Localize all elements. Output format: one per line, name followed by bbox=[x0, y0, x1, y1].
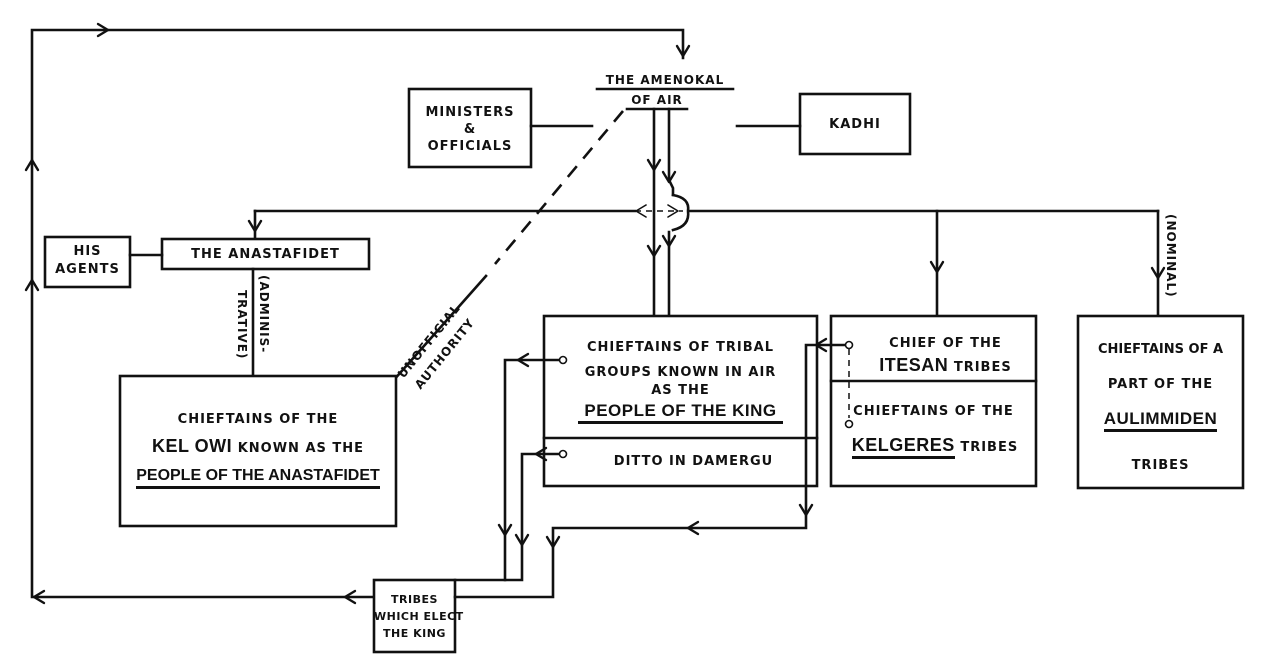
anastafidet-label: THE ANASTAFIDET bbox=[191, 247, 340, 262]
arrow-left-icon bbox=[534, 446, 548, 462]
amenokal-to-king-people-connector bbox=[646, 107, 690, 318]
kel-owi-line-1: CHIEFTAINS OF THE bbox=[177, 412, 339, 427]
arrow-down-icon bbox=[646, 244, 662, 258]
aulimmiden-line-1: CHIEFTAINS OF A bbox=[1097, 342, 1224, 357]
kel-owi-box bbox=[118, 374, 398, 528]
amenokal-subtitle: OF AIR bbox=[631, 93, 683, 107]
arrow-down-icon bbox=[675, 44, 691, 58]
electors-line-2: WHICH ELECT bbox=[374, 610, 464, 623]
kelgeres-line-1: CHIEFTAINS OF THE bbox=[853, 404, 1014, 419]
arrow-down-icon bbox=[497, 523, 513, 537]
itesan-to-electors-connector bbox=[453, 337, 854, 599]
ministers-label-2: & bbox=[463, 122, 477, 137]
damergu-label: DITTO IN DAMERGU bbox=[613, 454, 774, 469]
king-people-line-2: GROUPS KNOWN IN AIR bbox=[584, 365, 777, 380]
arrow-down-icon bbox=[514, 533, 530, 547]
arrow-down-icon bbox=[661, 170, 677, 184]
electors-line-3: THE KING bbox=[383, 627, 446, 640]
electors-line-1: TRIBES bbox=[391, 593, 438, 606]
aulimmiden-line-4: TRIBES bbox=[1131, 458, 1190, 473]
arrow-left-icon bbox=[32, 589, 46, 605]
unofficial-authority-line bbox=[494, 110, 624, 265]
itesan-line-2: ITESAN TRIBES bbox=[855, 356, 1036, 374]
arrow-down-icon bbox=[1150, 266, 1166, 280]
itesan-name: ITESAN bbox=[879, 355, 949, 375]
arrow-left-icon bbox=[814, 337, 828, 353]
arrow-left-icon bbox=[635, 204, 647, 218]
arrow-up-icon bbox=[24, 278, 40, 292]
arrow-down-icon bbox=[661, 234, 677, 248]
kel-owi-line-2: KEL OWI KNOWN AS THE bbox=[120, 437, 396, 455]
nominal-label: (NOMINAL) bbox=[1164, 214, 1178, 298]
aulimmiden-name: AULIMMIDEN bbox=[1103, 410, 1218, 432]
kelgeres-line-2: KELGERES TRIBES bbox=[840, 436, 1030, 459]
arrow-down-icon bbox=[646, 158, 662, 172]
people-of-king-box bbox=[542, 314, 819, 488]
itesan-line-1: CHIEF OF THE bbox=[889, 336, 1002, 351]
kel-owi-line-3: PEOPLE OF THE ANASTAFIDET bbox=[120, 468, 396, 489]
ministers-label-1: MINISTERS bbox=[425, 105, 515, 120]
aulimmiden-line-3: AULIMMIDEN bbox=[1078, 410, 1243, 432]
agents-label-2: AGENTS bbox=[55, 262, 120, 277]
itesan-tribes: TRIBES bbox=[953, 360, 1012, 375]
election-loop-connector bbox=[24, 22, 691, 605]
kel-owi-people-title: PEOPLE OF THE ANASTAFIDET bbox=[136, 468, 380, 489]
agents-label-1: HIS bbox=[73, 244, 102, 259]
ministers-box bbox=[407, 87, 533, 169]
kel-owi-name: KEL OWI bbox=[151, 436, 233, 456]
aulimmiden-line-2: PART OF THE bbox=[1107, 377, 1214, 392]
amenokal-title: THE AMENOKAL bbox=[605, 73, 725, 87]
king-people-line-3: AS THE bbox=[651, 383, 710, 398]
arrow-left-icon bbox=[516, 352, 530, 368]
administrative-label-1: (ADMINIS- bbox=[257, 275, 271, 354]
kadhi-box bbox=[798, 92, 912, 156]
administrative-label-2: TRATIVE) bbox=[235, 290, 249, 360]
kadhi-label: KADHI bbox=[829, 117, 881, 132]
arrow-right-icon bbox=[667, 204, 679, 218]
arrow-up-icon bbox=[24, 158, 40, 172]
kel-owi-known-as: KNOWN AS THE bbox=[237, 441, 365, 456]
king-people-to-electors-connector bbox=[453, 352, 568, 582]
arrow-down-icon bbox=[798, 503, 814, 517]
king-people-title: PEOPLE OF THE KING bbox=[578, 402, 783, 424]
kelgeres-name: KELGERES bbox=[851, 436, 955, 459]
ministers-label-3: OFFICIALS bbox=[427, 139, 513, 154]
main-distribution-line bbox=[247, 204, 1160, 241]
arrow-right-icon bbox=[96, 22, 110, 38]
electors-box bbox=[372, 578, 457, 654]
arrow-left-icon bbox=[343, 589, 357, 605]
king-people-line-1: CHIEFTAINS OF TRIBAL bbox=[587, 340, 774, 355]
arrow-left-icon bbox=[686, 520, 700, 536]
arrow-down-icon bbox=[929, 260, 945, 274]
arrow-down-icon bbox=[545, 535, 561, 549]
aulimmiden-box bbox=[1076, 314, 1245, 490]
king-people-line-4: PEOPLE OF THE KING bbox=[544, 402, 817, 424]
agents-box bbox=[43, 235, 132, 289]
kelgeres-tribes: TRIBES bbox=[960, 440, 1019, 455]
